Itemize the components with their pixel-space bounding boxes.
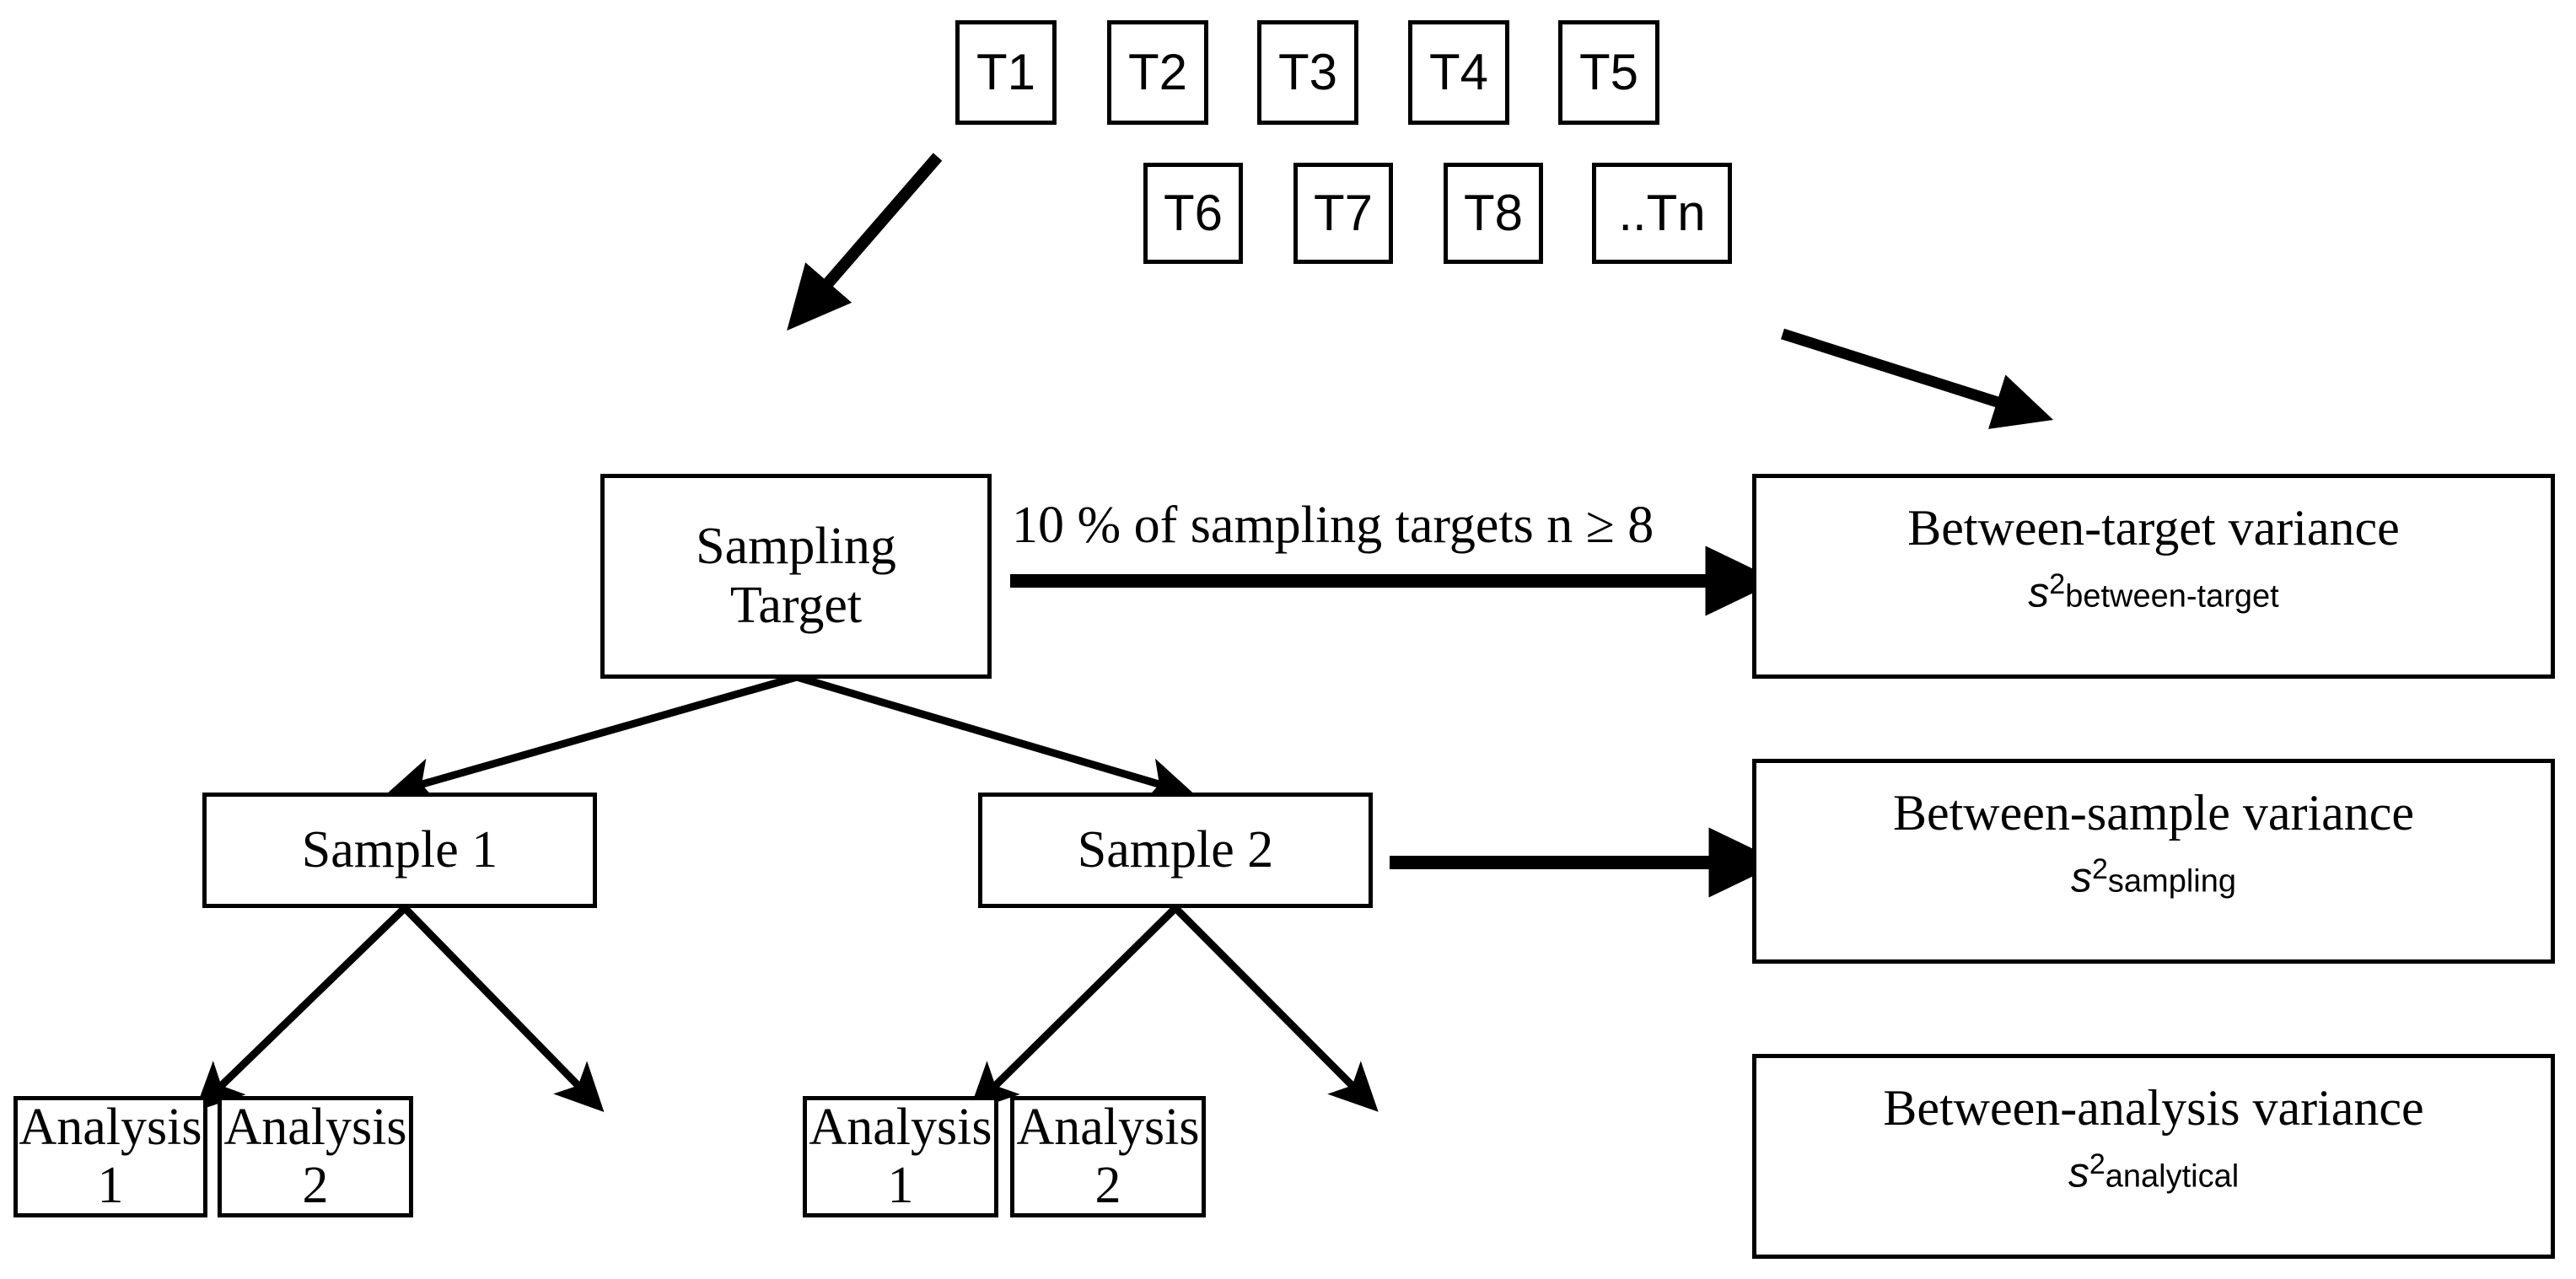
analysis-box-2[interactable]: Analysis 2 — [218, 1096, 413, 1217]
arrow-targets-to-between-target-variance — [1781, 328, 2054, 429]
variance-symbol-letter: s — [2068, 1148, 2089, 1196]
variance-symbol: s2analytical — [1756, 1148, 2551, 1196]
variance-symbol-subscript: sampling — [2107, 863, 2236, 900]
sample-box-2[interactable]: Sample 2 — [978, 793, 1373, 908]
target-box-t7[interactable]: T7 — [1293, 163, 1393, 264]
arrow-sample-2-to-analysis-3 — [969, 905, 1179, 1112]
analysis-box-4[interactable]: Analysis 2 — [1010, 1096, 1206, 1217]
target-label: T5 — [1578, 44, 1639, 101]
target-box-t3[interactable]: T3 — [1257, 20, 1358, 125]
target-box-t1[interactable]: T1 — [955, 20, 1057, 125]
target-label: T2 — [1127, 44, 1188, 101]
target-label: T7 — [1313, 185, 1374, 242]
sampling-target-line2: Target — [729, 576, 863, 634]
variance-box-between-sample[interactable]: Between-sample variance s2sampling — [1752, 759, 2555, 964]
arrow-targets-to-sampling-target — [787, 153, 943, 331]
arrow-sample-1-to-analysis-1 — [194, 905, 408, 1112]
sampling-rate-label: 10 % of sampling targets n ≥ 8 — [1012, 497, 1654, 554]
sampling-target-box[interactable]: Sampling Target — [600, 474, 992, 679]
variance-title: Between-analysis variance — [1883, 1080, 2424, 1136]
analysis-label: Analysis 1 — [809, 1098, 992, 1214]
variance-symbol-exponent: 2 — [2089, 1148, 2105, 1181]
sampling-target-line1: Sampling — [696, 518, 896, 576]
variance-box-between-target[interactable]: Between-target variance s2between-target — [1752, 474, 2555, 679]
variance-symbol-letter: s — [2028, 568, 2050, 616]
target-box-tn[interactable]: ..Tn — [1592, 163, 1732, 264]
sample-label: Sample 1 — [301, 820, 498, 879]
variance-symbol-exponent: 2 — [2092, 853, 2108, 886]
analysis-box-3[interactable]: Analysis 1 — [803, 1096, 998, 1217]
target-label: T8 — [1463, 185, 1524, 242]
analysis-label: Analysis 1 — [19, 1098, 202, 1214]
target-label: T4 — [1428, 44, 1489, 101]
variance-box-between-analysis[interactable]: Between-analysis variance s2analytical — [1752, 1054, 2555, 1259]
arrow-sample-1-to-analysis-2 — [401, 905, 605, 1113]
sample-box-1[interactable]: Sample 1 — [202, 793, 597, 908]
variance-symbol: s2sampling — [1756, 853, 2551, 901]
variance-title: Between-target variance — [1907, 500, 2400, 556]
arrow-sampling-target-to-sample-1 — [385, 673, 799, 804]
target-box-t4[interactable]: T4 — [1408, 20, 1509, 125]
variance-symbol-letter: s — [2071, 853, 2092, 901]
target-label: T6 — [1163, 185, 1223, 242]
variance-symbol-exponent: 2 — [2049, 568, 2066, 601]
target-box-t8[interactable]: T8 — [1444, 163, 1543, 264]
variance-title: Between-sample variance — [1892, 785, 2415, 841]
target-box-t6[interactable]: T6 — [1143, 163, 1243, 264]
target-label: T3 — [1277, 44, 1338, 101]
target-box-t5[interactable]: T5 — [1558, 20, 1659, 125]
analysis-box-1[interactable]: Analysis 1 — [13, 1096, 207, 1217]
arrow-sampling-target-to-sample-2 — [795, 673, 1196, 804]
target-label: T1 — [976, 44, 1036, 101]
arrow-sample-2-to-analysis-4 — [1172, 905, 1379, 1112]
variance-symbol-subscript: between-target — [2065, 578, 2279, 615]
target-box-t2[interactable]: T2 — [1107, 20, 1208, 125]
target-label: ..Tn — [1618, 185, 1706, 242]
sample-label: Sample 2 — [1077, 820, 1274, 879]
analysis-label: Analysis 2 — [1016, 1098, 1200, 1214]
variance-symbol: s2between-target — [1756, 568, 2551, 616]
analysis-label: Analysis 2 — [223, 1098, 407, 1214]
variance-symbol-subscript: analytical — [2105, 1158, 2240, 1195]
